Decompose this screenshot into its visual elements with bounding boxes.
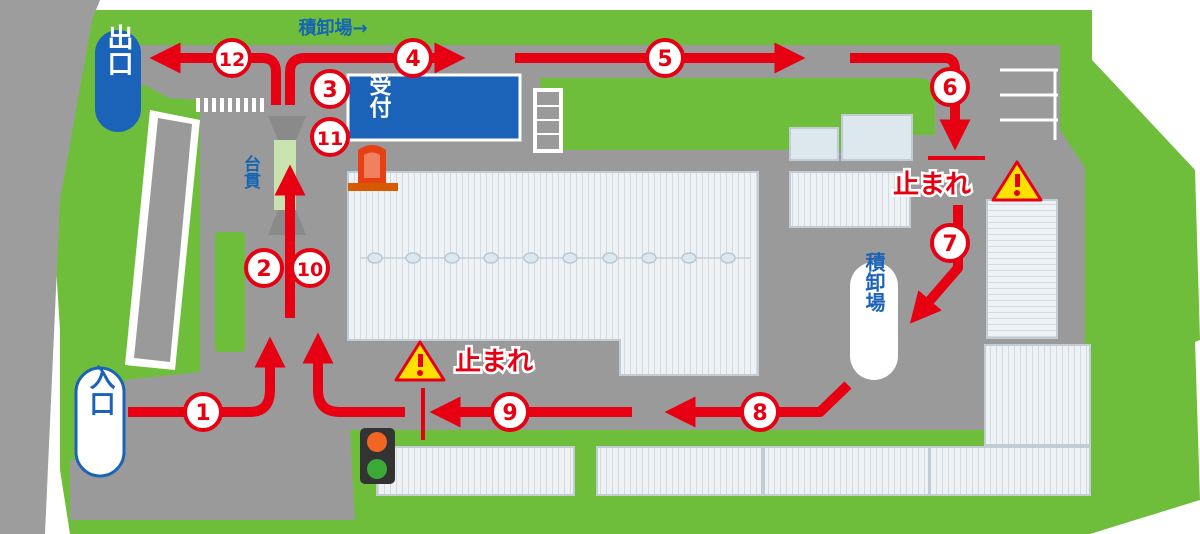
building-right-lower xyxy=(984,344,1091,446)
building-bottom-b xyxy=(596,446,763,496)
main-warehouse xyxy=(347,171,759,376)
step-number: 6 xyxy=(942,76,957,101)
reception-building xyxy=(346,73,522,142)
step-number: 7 xyxy=(942,232,957,257)
step-number: 5 xyxy=(657,47,672,72)
loading-dock-direction-text: 積卸場→ xyxy=(297,17,367,39)
step-marker-10: 10 xyxy=(290,248,330,288)
stop-warning-text: 止まれ xyxy=(893,170,971,200)
step-marker-5: 5 xyxy=(645,38,685,78)
rotating-beacon-icon xyxy=(348,145,398,191)
scale-text: 台貫 xyxy=(240,154,261,190)
step-marker-4: 4 xyxy=(393,38,433,78)
warning-icon xyxy=(394,340,446,382)
exit-label: 出口 xyxy=(103,24,133,76)
step-number: 3 xyxy=(322,78,337,103)
public-road xyxy=(0,0,100,534)
step-number: 2 xyxy=(256,257,271,282)
step-marker-1: 1 xyxy=(183,392,223,432)
building-bottom-c xyxy=(763,446,930,496)
step-number: 4 xyxy=(405,47,420,72)
building-upper-right-a xyxy=(789,127,839,161)
step-marker-11: 11 xyxy=(310,117,350,157)
exit-sign: 出口 xyxy=(95,24,141,132)
step-marker-2: 2 xyxy=(244,248,284,288)
parking-right xyxy=(1000,68,1058,140)
parking-left xyxy=(125,110,200,370)
stop-warning-text: 止まれ xyxy=(455,347,533,377)
step-number: 1 xyxy=(195,401,210,426)
warning-icon xyxy=(991,160,1043,202)
building-right-small xyxy=(789,171,911,228)
loading-dock-label: 積卸場 xyxy=(862,252,886,312)
parking-center xyxy=(533,88,563,153)
step-number: 8 xyxy=(752,401,767,426)
building-right-tall xyxy=(986,199,1058,339)
building-bottom-a xyxy=(376,446,575,496)
stop-warning-upper: 止まれ xyxy=(891,160,1043,203)
step-marker-8: 8 xyxy=(740,392,780,432)
step-marker-12: 12 xyxy=(212,38,252,78)
entrance-sign: 入口 xyxy=(74,364,126,478)
stop-warning-lower: 止まれ xyxy=(394,340,536,382)
step-number: 10 xyxy=(297,259,323,281)
step-number: 12 xyxy=(219,49,245,71)
entrance-label: 入口 xyxy=(85,364,115,416)
traffic-light-icon xyxy=(360,428,395,484)
route-arrows xyxy=(128,42,971,428)
reception-text: 受付 xyxy=(366,73,392,119)
crosswalk xyxy=(196,98,264,112)
loading-dock-sign: 積卸場 xyxy=(850,252,898,380)
warehouse-pillars xyxy=(360,252,750,264)
buildings xyxy=(347,114,1091,496)
step-marker-6: 6 xyxy=(930,67,970,107)
step-number: 9 xyxy=(502,401,517,426)
building-bottom-d xyxy=(929,446,1091,496)
step-marker-7: 7 xyxy=(930,223,970,263)
building-upper-right-b xyxy=(841,114,913,161)
step-marker-9: 9 xyxy=(490,392,530,432)
step-marker-3: 3 xyxy=(310,69,350,109)
step-number: 11 xyxy=(317,128,343,150)
